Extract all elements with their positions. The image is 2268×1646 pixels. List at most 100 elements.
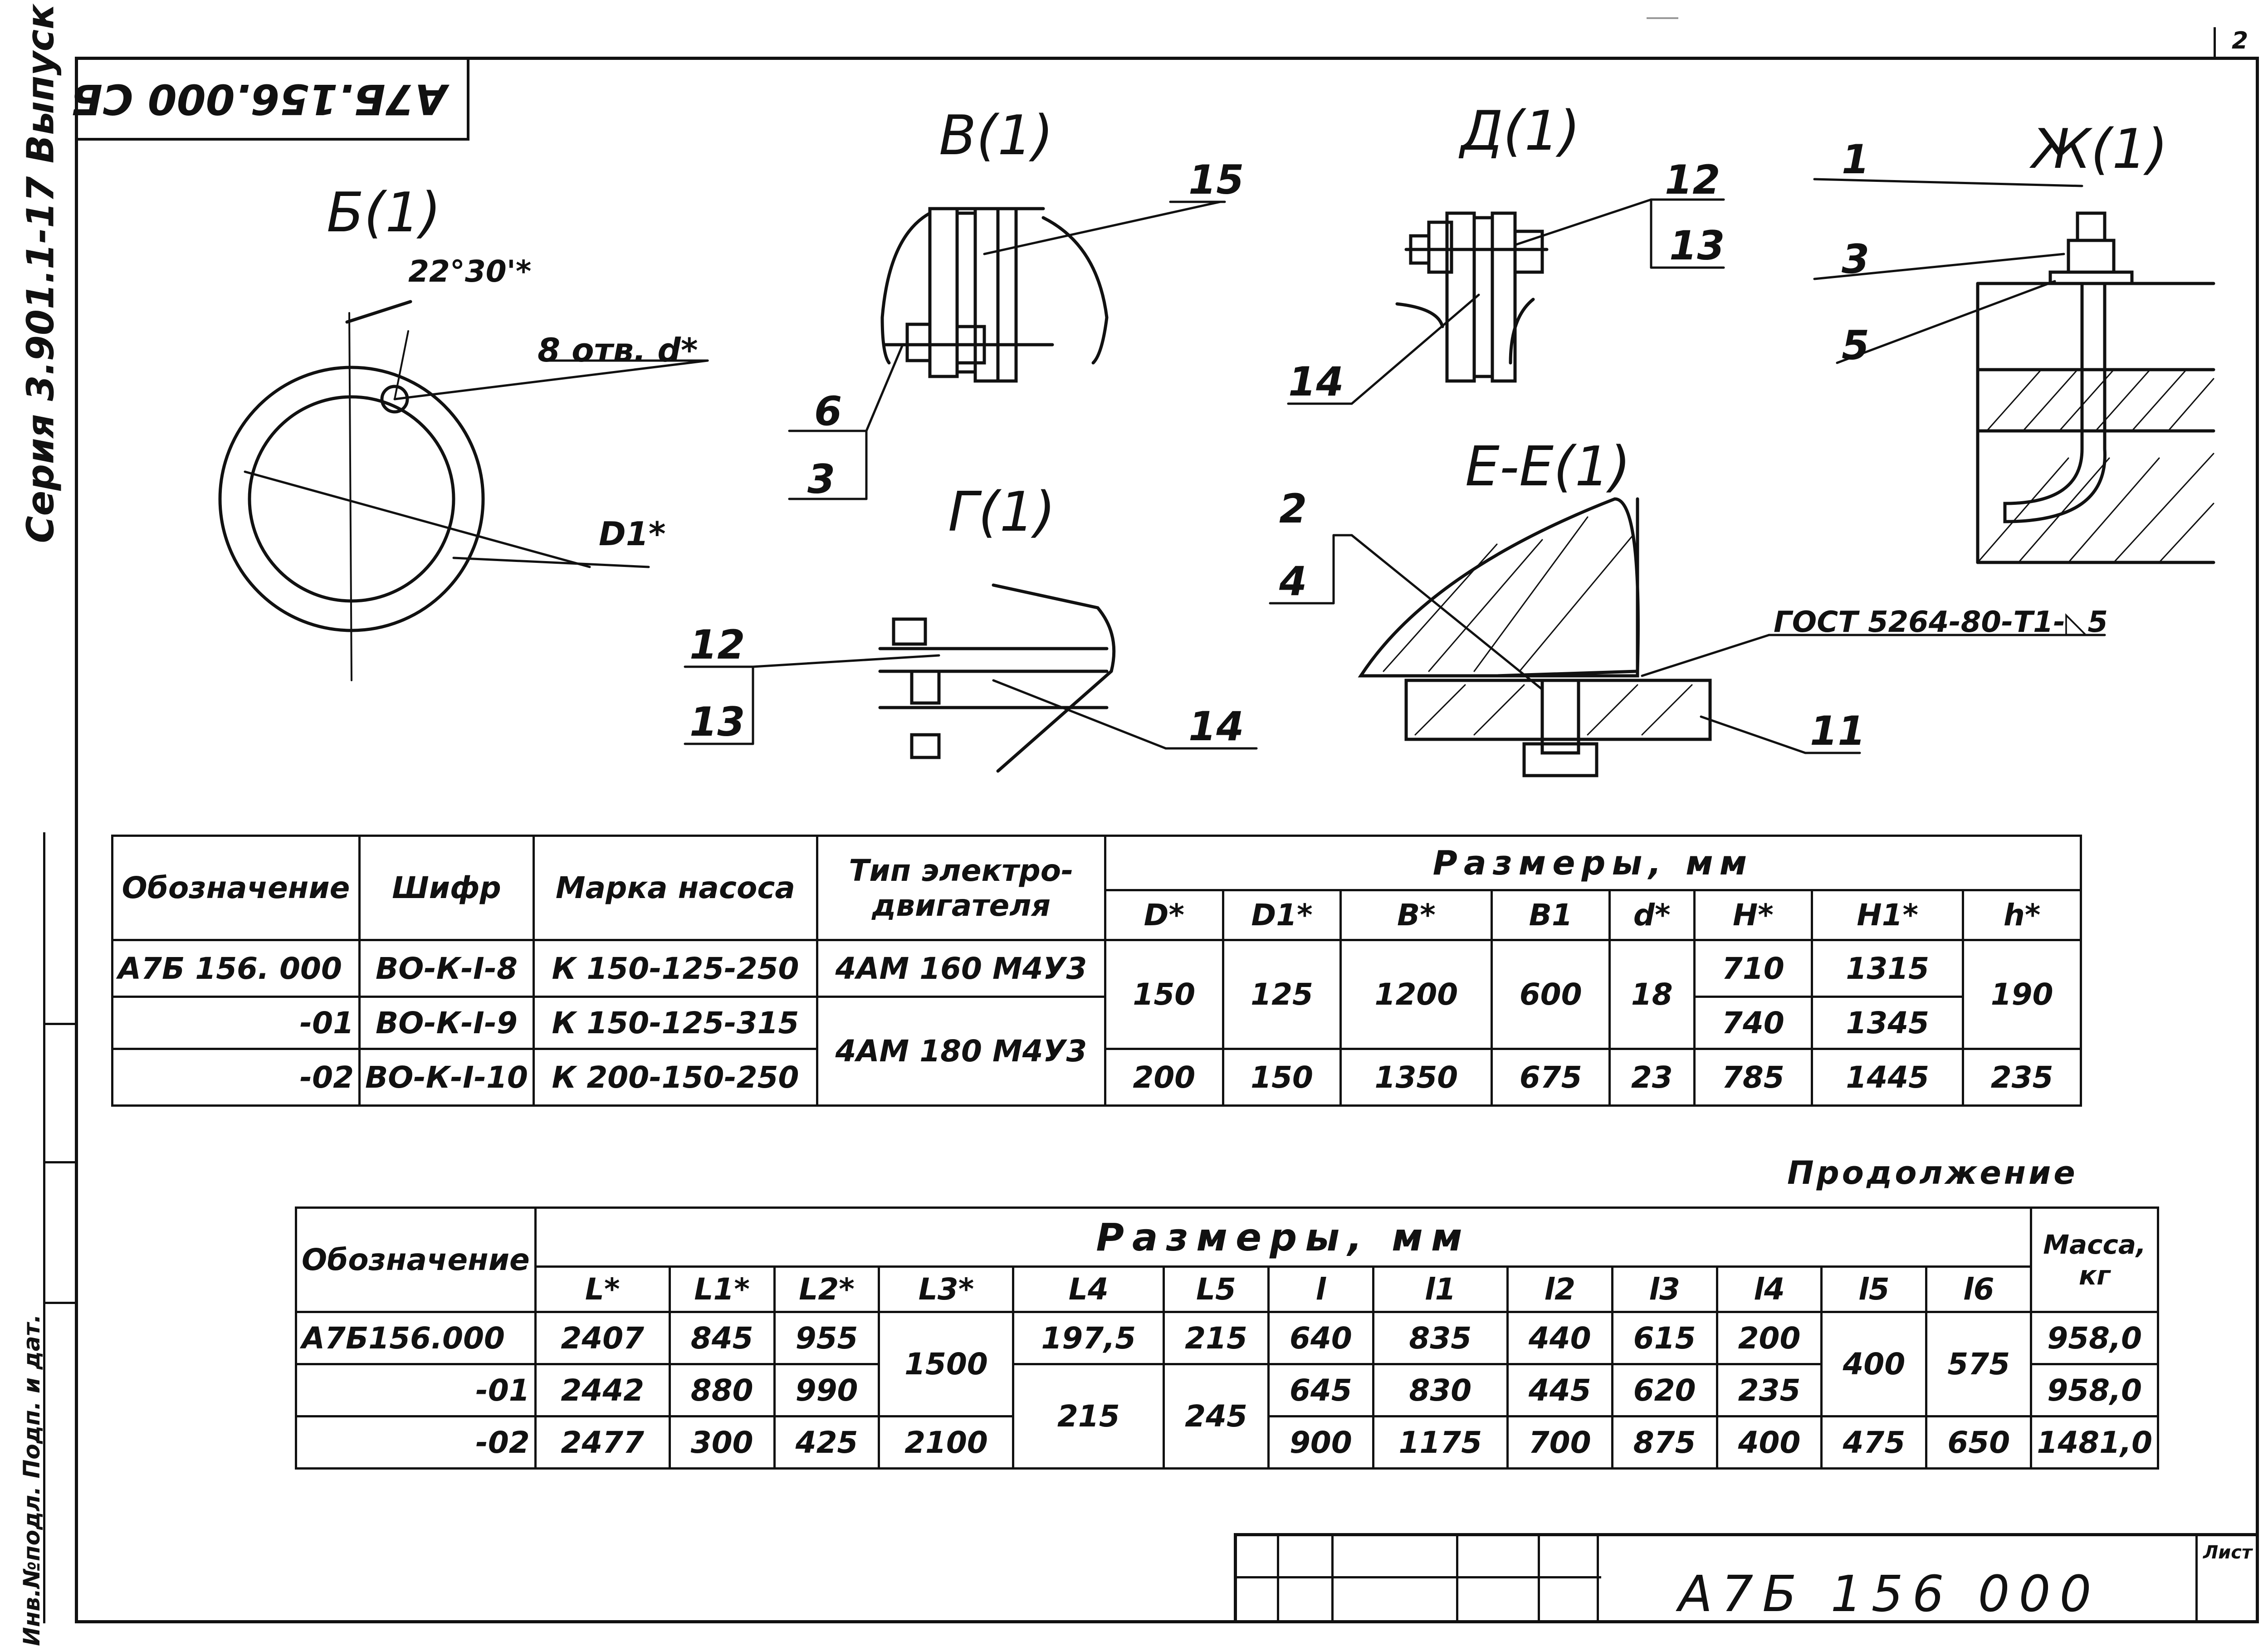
table-cell-B: 1350 xyxy=(1339,1048,1493,1107)
continuation-label: Продолжение xyxy=(1787,1154,2078,1192)
view-b-angle: 22°30'* xyxy=(408,254,532,289)
view-zh-3: 3 xyxy=(1842,236,1870,283)
table-row-designation: А7Б 156. 000 xyxy=(111,939,361,998)
t2-col-L: L* xyxy=(534,1265,671,1313)
t1-header-sizes: Размеры, мм xyxy=(1104,835,2082,891)
table-cell-l: 900 xyxy=(1267,1415,1374,1470)
page-number-box: 2 xyxy=(2214,27,2259,59)
table-cell-d: 23 xyxy=(1608,1048,1696,1107)
table-cell-l3: 615 xyxy=(1611,1311,1718,1365)
view-g-12: 12 xyxy=(689,621,745,668)
document-code: А7Б 156 000 xyxy=(1678,1565,2101,1623)
table-cell-H1: 1345 xyxy=(1811,996,1965,1050)
title-block-col-4 xyxy=(1538,1533,1540,1623)
view-zh-title: Ж(1) xyxy=(2032,118,2168,181)
table-cell-l4: 400 xyxy=(1716,1415,1823,1470)
view-zh-5: 5 xyxy=(1842,322,1870,369)
table-cell-L2: 990 xyxy=(773,1363,880,1417)
table-cell-L1: 880 xyxy=(668,1363,776,1417)
t2-header-sizes: Размеры, мм xyxy=(534,1206,2033,1268)
t1-col-H1: H1* xyxy=(1811,889,1965,941)
title-block-col-5 xyxy=(1597,1533,1599,1623)
view-d-13: 13 xyxy=(1669,222,1725,269)
table-cell-l4: 235 xyxy=(1716,1363,1823,1417)
t2-col-l2: l2 xyxy=(1506,1265,1613,1313)
view-g-13: 13 xyxy=(689,698,745,745)
table-cell-l1: 830 xyxy=(1372,1363,1509,1417)
table-cell-l: 640 xyxy=(1267,1311,1374,1365)
table-cell-H: 710 xyxy=(1693,939,1813,998)
view-g-detail xyxy=(684,583,1258,773)
table-cell-l3: 620 xyxy=(1611,1363,1718,1417)
t1-header-cipher: Шифр xyxy=(358,835,535,941)
title-block-col-1 xyxy=(1277,1533,1279,1623)
table-cell-L2: 955 xyxy=(773,1311,880,1365)
t2-col-l3: l3 xyxy=(1611,1265,1718,1313)
table-cell-D1: 150 xyxy=(1222,1048,1342,1107)
table-cell-l5: 400 xyxy=(1820,1311,1928,1417)
left-binding-strip xyxy=(43,832,77,1623)
table-cell-L: 2442 xyxy=(534,1363,671,1417)
sheet-label-box: Лист xyxy=(2195,1533,2259,1623)
table-cell-B: 1200 xyxy=(1339,939,1493,1050)
t1-col-d: d* xyxy=(1608,889,1696,941)
title-block-col-2 xyxy=(1331,1533,1334,1623)
view-v-6: 6 xyxy=(814,388,842,435)
view-e-title: Е-Е(1) xyxy=(1465,435,1631,498)
table-cell-h: 235 xyxy=(1962,1048,2082,1107)
view-g-14: 14 xyxy=(1188,703,1244,750)
view-v-15: 15 xyxy=(1188,156,1244,203)
table-cell-H: 785 xyxy=(1693,1048,1813,1107)
table-cell-d: 18 xyxy=(1608,939,1696,1050)
table-cell-D1: 125 xyxy=(1222,939,1342,1050)
top-line xyxy=(1647,17,1678,19)
t1-header-motor: Тип электро- двигателя xyxy=(816,835,1106,941)
table-cell-H1: 1445 xyxy=(1811,1048,1965,1107)
title-block-col-3 xyxy=(1456,1533,1458,1623)
table-row-motor: 4АМ 180 М4У3 xyxy=(816,996,1106,1107)
view-v-3: 3 xyxy=(807,456,836,503)
sheet-label: Лист xyxy=(2203,1542,2253,1563)
page-number: 2 xyxy=(2232,27,2248,54)
table-cell-l2: 700 xyxy=(1506,1415,1613,1470)
table-cell-l5: 475 xyxy=(1820,1415,1928,1470)
view-e-4: 4 xyxy=(1279,558,1307,605)
t1-col-B: B* xyxy=(1339,889,1493,941)
strip-divider-1 xyxy=(43,1023,77,1025)
table-cell-l2: 445 xyxy=(1506,1363,1613,1417)
table-cell-L2: 425 xyxy=(773,1415,880,1470)
table-cell-mass: 958,0 xyxy=(2030,1363,2159,1417)
t1-header-pump: Марка насоса xyxy=(532,835,818,941)
view-b-flange xyxy=(218,300,709,681)
view-b-holes: 8 отв. d* xyxy=(538,331,698,369)
t1-col-B1: B1 xyxy=(1491,889,1611,941)
t1-col-h: h* xyxy=(1962,889,2082,941)
view-zh-1: 1 xyxy=(1842,136,1870,183)
view-e-section xyxy=(1269,497,2106,777)
t2-col-l5: l5 xyxy=(1820,1265,1928,1313)
t1-col-H: H* xyxy=(1693,889,1813,941)
strip-divider-3 xyxy=(43,1302,77,1304)
mirrored-code-box: А7Б.156.000 СБ xyxy=(71,57,469,141)
table-cell-D: 200 xyxy=(1104,1048,1224,1107)
view-d-title: Д(1) xyxy=(1461,100,1580,163)
view-d-12: 12 xyxy=(1665,156,1721,203)
table-cell-L5: 215 xyxy=(1163,1311,1270,1365)
table-cell-l: 645 xyxy=(1267,1363,1374,1417)
view-d-detail xyxy=(1287,198,1725,405)
table-cell-mass: 1481,0 xyxy=(2030,1415,2159,1470)
table-row-pump: К 150-125-250 xyxy=(532,939,818,998)
view-e-11: 11 xyxy=(1810,708,1866,754)
table-cell-L5: 245 xyxy=(1163,1363,1270,1470)
table-cell-B1: 675 xyxy=(1491,1048,1611,1107)
table-row-pump: К 150-125-315 xyxy=(532,996,818,1050)
strip-divider-2 xyxy=(43,1161,77,1163)
t2-col-L5: L5 xyxy=(1163,1265,1270,1313)
table-cell-L1: 845 xyxy=(668,1311,776,1365)
t2-col-l: l xyxy=(1267,1265,1374,1313)
table-row-cipher: ВО-К-I-10 xyxy=(358,1048,535,1107)
view-v-title: В(1) xyxy=(939,104,1054,167)
t2-col-L1: L1* xyxy=(668,1265,776,1313)
table-cell-H1: 1315 xyxy=(1811,939,1965,998)
